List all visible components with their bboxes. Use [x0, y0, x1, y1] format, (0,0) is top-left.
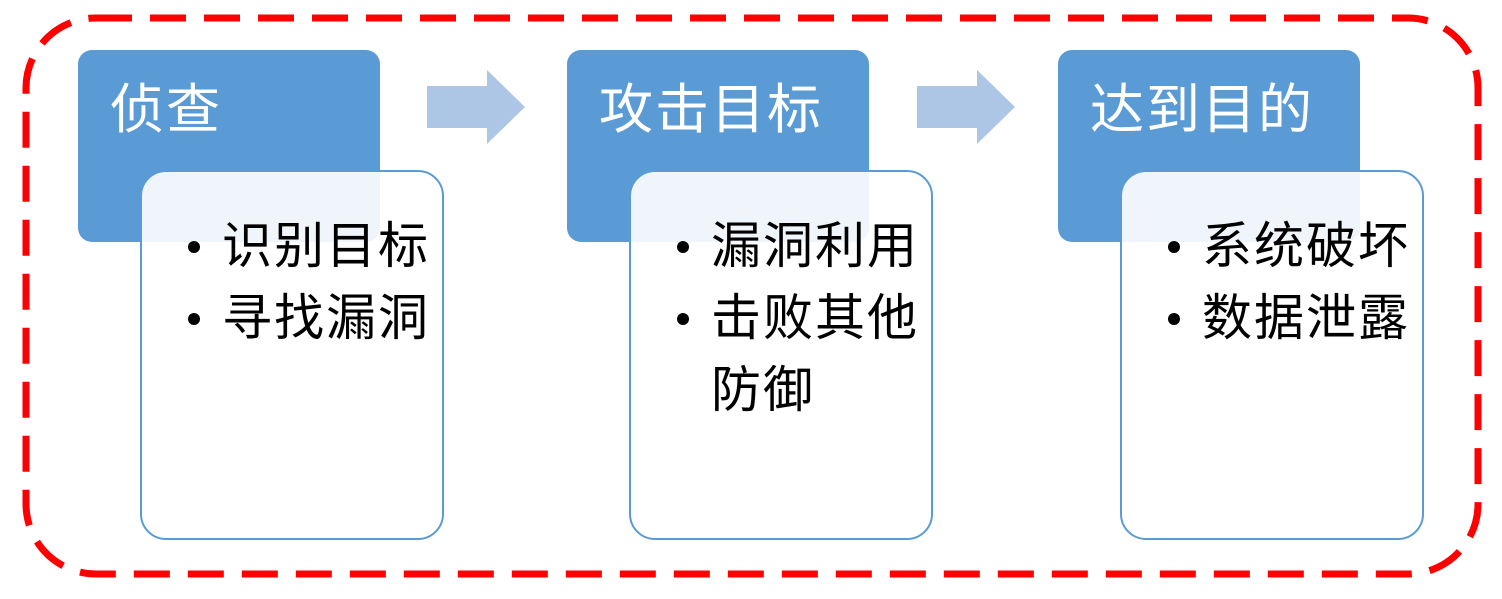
- stage-achieve-goal: 达到目的 系统破坏 数据泄露: [1058, 50, 1428, 550]
- dashed-outline-frame: [22, 14, 1482, 578]
- stage-title: 攻击目标: [599, 78, 823, 141]
- right-arrow-icon: [427, 70, 525, 144]
- stage-bullet-list: 漏洞利用 击败其他防御: [671, 210, 921, 426]
- stage-bullet-list: 系统破坏 数据泄露: [1162, 210, 1412, 354]
- bullet-item: 寻找漏洞: [182, 282, 432, 354]
- bullet-item: 漏洞利用: [671, 210, 921, 282]
- stage-bullet-list: 识别目标 寻找漏洞: [182, 210, 432, 354]
- bullet-item: 数据泄露: [1162, 282, 1412, 354]
- bullet-item: 击败其他防御: [671, 282, 921, 426]
- stage-title: 侦查: [110, 78, 222, 141]
- stage-detail-box: 漏洞利用 击败其他防御: [629, 170, 933, 540]
- dashed-outline: [22, 14, 1482, 578]
- bullet-item: 系统破坏: [1162, 210, 1412, 282]
- stage-reconnaissance: 侦查 识别目标 寻找漏洞: [78, 50, 448, 550]
- stage-attack-target: 攻击目标 漏洞利用 击败其他防御: [567, 50, 937, 550]
- bullet-item: 识别目标: [182, 210, 432, 282]
- right-arrow-icon: [917, 70, 1015, 144]
- stage-title: 达到目的: [1090, 78, 1314, 141]
- stage-detail-box: 识别目标 寻找漏洞: [140, 170, 444, 540]
- stage-detail-box: 系统破坏 数据泄露: [1120, 170, 1424, 540]
